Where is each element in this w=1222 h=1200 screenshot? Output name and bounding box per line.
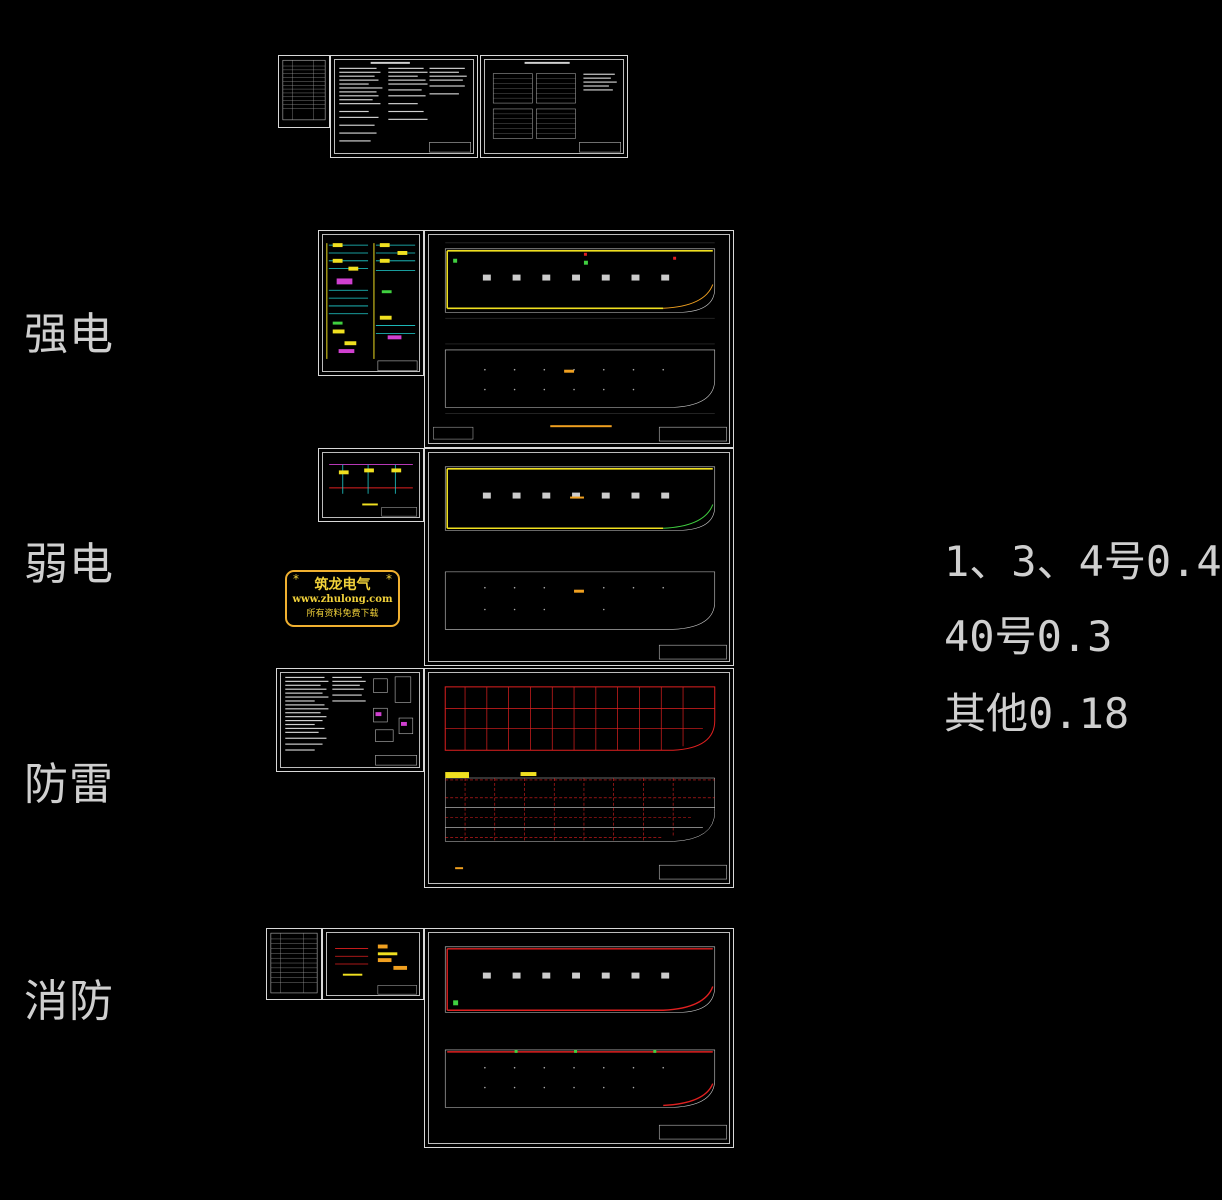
power-riser-diagram <box>326 243 418 371</box>
sheet-fire-system-diagram[interactable] <box>322 928 424 1000</box>
sheet-lightning-notes[interactable] <box>276 668 424 772</box>
lightning-grid-drawing <box>444 686 727 880</box>
fire-floor-plan-drawing <box>444 946 727 1140</box>
label-weak-current: 弱电 <box>24 539 114 590</box>
lightning-notes-block <box>285 676 417 766</box>
sheet-weak-system-diagram[interactable] <box>318 448 424 522</box>
weak-floor-plan-drawing <box>444 466 727 660</box>
star-right-icon: * <box>386 572 392 586</box>
sheet-drawing-list[interactable] <box>278 55 330 128</box>
logo-url: www.zhulong.com <box>292 594 393 605</box>
sheet-fire-floor-plans[interactable] <box>424 928 734 1148</box>
sheet-fire-legend[interactable] <box>266 928 322 1000</box>
label-fire: 消防 <box>24 976 114 1027</box>
star-left-icon: * <box>293 572 299 586</box>
label-lightning: 防雷 <box>24 759 114 810</box>
zhulong-logo: * * 筑龙电气 www.zhulong.com 所有资料免费下载 <box>285 570 400 627</box>
sheet-power-system-diagram[interactable] <box>318 230 424 376</box>
note-line-2: 40号0.3 <box>944 612 1113 661</box>
logo-tagline: 所有资料免费下载 <box>306 609 379 619</box>
sheet-design-notes-2[interactable] <box>480 55 628 158</box>
weak-current-riser-diagram <box>329 464 417 517</box>
drawing-list-table <box>282 59 326 121</box>
sheet-power-floor-plans[interactable] <box>424 230 734 448</box>
fire-alarm-riser-diagram <box>335 944 417 995</box>
logo-title: 筑龙电气 <box>314 577 371 593</box>
note-line-1: 1、3、4号0.4 <box>944 537 1222 586</box>
fire-legend-table <box>270 932 318 994</box>
sheet-design-notes-1[interactable] <box>330 55 478 158</box>
material-table-block <box>492 61 621 153</box>
sheet-weak-floor-plans[interactable] <box>424 448 734 666</box>
design-notes-text-block <box>339 61 471 153</box>
power-floor-plan-drawing <box>433 242 727 442</box>
sheet-lightning-plans[interactable] <box>424 668 734 888</box>
note-line-3: 其他0.18 <box>944 689 1130 738</box>
label-strong-current: 强电 <box>24 309 114 360</box>
